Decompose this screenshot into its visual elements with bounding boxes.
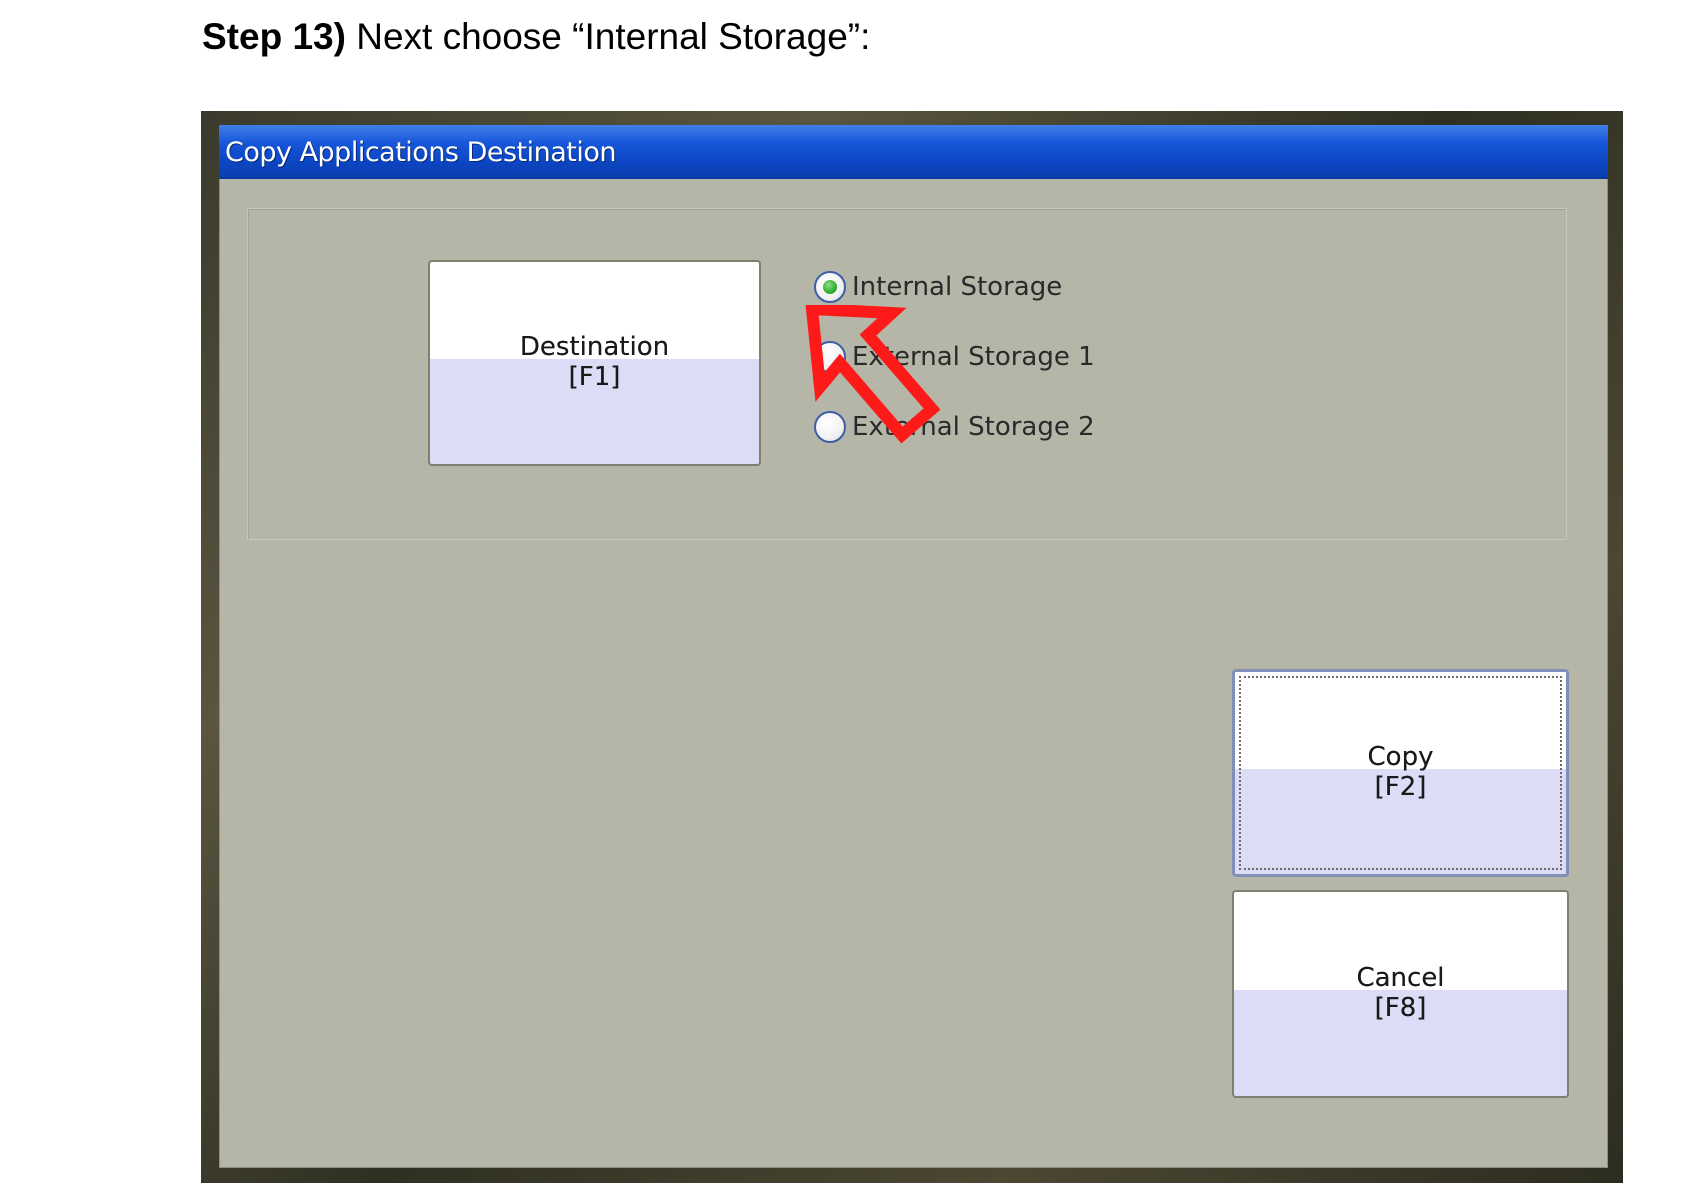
radio-internal-storage[interactable]: Internal Storage [814,271,1062,303]
radio-button-icon[interactable] [814,341,846,373]
radio-external-storage-2-label: External Storage 2 [852,412,1095,442]
radio-internal-storage-label: Internal Storage [852,272,1063,302]
radio-button-selected-icon[interactable] [814,271,846,303]
copy-button[interactable]: Copy [F2] [1232,669,1569,877]
radio-external-storage-1-label: External Storage 1 [852,342,1095,372]
radio-external-storage-2[interactable]: External Storage 2 [814,411,1095,443]
dialog-titlebar: Copy Applications Destination [219,125,1608,179]
destination-button-key: [F1] [568,362,621,392]
dialog-title: Copy Applications Destination [225,137,617,168]
instruction-body: Next choose “Internal Storage”: [345,16,871,57]
cancel-button[interactable]: Cancel [F8] [1232,890,1569,1098]
copy-button-label: Copy [1367,742,1434,773]
instruction-step: Step 13) [202,16,346,57]
cancel-button-label: Cancel [1356,963,1445,994]
copy-button-key: [F2] [1374,772,1427,802]
instruction-text: Step 13) Next choose “Internal Storage”: [202,16,870,58]
destination-button[interactable]: Destination [F1] [428,260,761,466]
destination-button-label: Destination [519,332,670,363]
radio-external-storage-1[interactable]: External Storage 1 [814,341,1095,373]
radio-selected-dot [823,280,837,294]
copy-applications-destination-dialog: Copy Applications Destination Destinatio… [219,125,1608,1168]
cancel-button-key: [F8] [1374,993,1427,1023]
destination-group-box [247,208,1567,540]
radio-button-icon[interactable] [814,411,846,443]
